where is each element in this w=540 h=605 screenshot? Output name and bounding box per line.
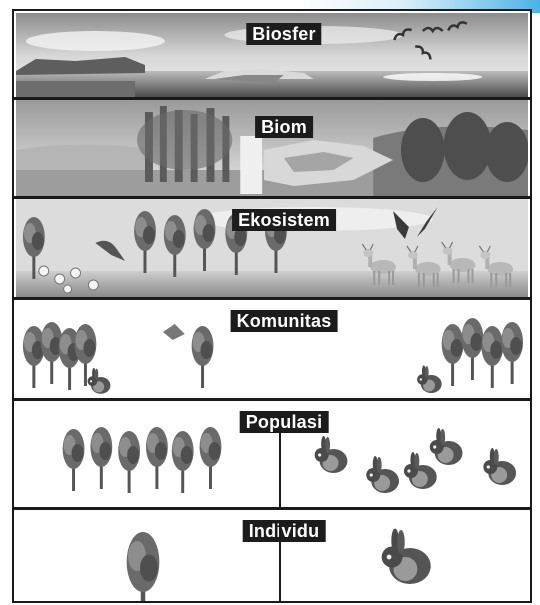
ekosistem-scene: Ekosistem xyxy=(16,199,528,297)
level-label-biosfer: Biosfer xyxy=(246,23,321,45)
levels-of-organization-diagram: Biosfer Biom xyxy=(12,9,532,603)
level-label-individu: Individu xyxy=(243,520,326,542)
individu-scene: Individu xyxy=(16,510,528,601)
level-label-populasi: Populasi xyxy=(240,411,329,433)
biosfer-scene: Biosfer xyxy=(16,13,528,97)
komunitas-scene: Komunitas xyxy=(16,300,528,398)
populasi-scene: Populasi xyxy=(16,401,528,507)
level-label-ekosistem: Ekosistem xyxy=(232,209,336,231)
level-label-komunitas: Komunitas xyxy=(231,310,338,332)
level-label-biom: Biom xyxy=(255,116,313,138)
biom-scene: Biom xyxy=(16,100,528,196)
